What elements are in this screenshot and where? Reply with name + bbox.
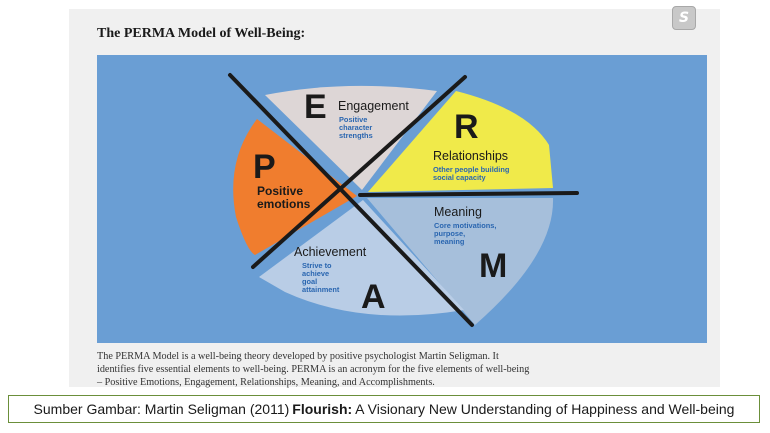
label-line: Strive to — [302, 261, 332, 270]
label-line: goal — [302, 277, 317, 286]
label-line: strengths — [339, 131, 373, 140]
segment-achievement — [259, 200, 464, 316]
relationships-title: Relationships — [433, 149, 508, 163]
label-line: attainment — [302, 285, 340, 294]
segment-positive-emotions — [233, 119, 357, 255]
label-line: Positive — [339, 115, 367, 124]
label-line: character — [339, 123, 372, 132]
label-line: Core motivations, — [434, 221, 496, 230]
meaning-subtitle: Core motivations,purpose,meaning — [434, 221, 496, 246]
edit-badge-icon[interactable]: S — [672, 6, 696, 30]
divider-lines — [228, 73, 579, 327]
caption-prefix: Sumber Gambar: Martin Seligman (2011) — [33, 401, 290, 417]
divider-line — [251, 75, 467, 269]
description-line: identifies five essential elements to we… — [97, 364, 530, 375]
model-description: The PERMA Model is a well-being theory d… — [97, 350, 717, 389]
label-line: emotions — [257, 197, 311, 211]
caption-book-title: Flourish: — [292, 401, 353, 417]
image-source-caption: Sumber Gambar: Martin Seligman (2011) Fl… — [8, 395, 760, 423]
letter-m: M — [479, 247, 507, 285]
label-line: purpose, — [434, 229, 465, 238]
label-line: social capacity — [433, 173, 486, 182]
achievement-title: Achievement — [294, 245, 367, 259]
letter-e: E — [304, 88, 327, 126]
description-line: – Positive Emotions, Engagement, Relatio… — [97, 377, 435, 388]
label-line: Positive — [257, 184, 303, 198]
label-line: Other people building — [433, 165, 510, 174]
document-title: The PERMA Model of Well-Being: — [97, 26, 306, 41]
label-line: achieve — [302, 269, 329, 278]
letter-p: P — [253, 148, 276, 186]
letter-a: A — [361, 278, 386, 316]
engagement-title: Engagement — [338, 99, 409, 113]
segment-engagement — [265, 85, 437, 190]
segment-relationships — [368, 91, 553, 192]
document-page: The PERMA Model of Well-Being: S E Engag… — [69, 6, 720, 389]
label-line: meaning — [434, 237, 465, 246]
meaning-title: Meaning — [434, 205, 482, 219]
segment-meaning — [367, 198, 554, 325]
description-line: The PERMA Model is a well-being theory d… — [97, 351, 499, 362]
divider-line — [358, 191, 579, 197]
caption-suffix: A Visionary New Understanding of Happine… — [355, 401, 735, 417]
letter-r: R — [454, 108, 479, 146]
divider-line — [228, 73, 474, 327]
